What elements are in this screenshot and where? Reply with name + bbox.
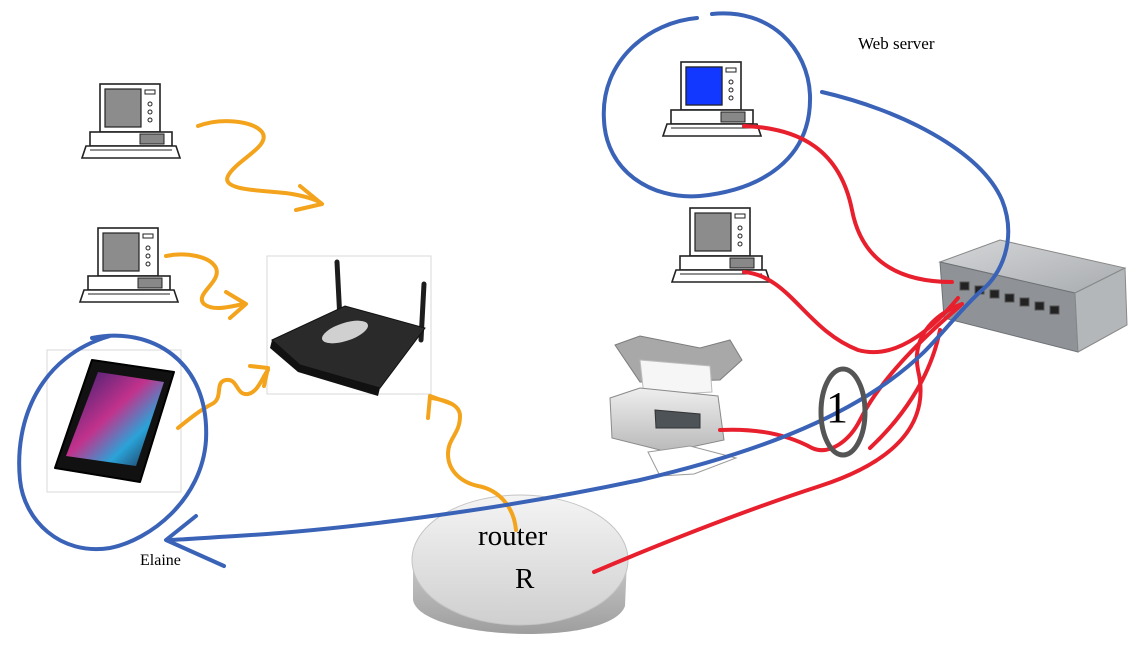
desktop-computer-icon: [671, 207, 771, 283]
elaine-highlight-circle: [17, 333, 209, 552]
wireless-arrowhead-1: [294, 184, 324, 212]
traffic-path-arrowhead: [164, 514, 226, 568]
web-server-label: Web server: [858, 34, 935, 53]
smartphone-icon: [46, 349, 182, 493]
printer-icon: [609, 335, 743, 477]
router-id-label: R: [515, 563, 535, 595]
desktop-computer-icon: [79, 227, 179, 303]
cable-pc-to-switch: [742, 270, 960, 354]
wireless-signal-router: [430, 396, 518, 532]
wireless-signal-2: [164, 252, 246, 311]
cable-printer-to-switch: [718, 304, 962, 452]
router-label: router: [478, 520, 548, 552]
web-server-computer-icon: [662, 61, 762, 137]
cable-server-to-switch: [742, 124, 954, 284]
web-server-highlight-circle: [601, 11, 813, 199]
cable-extra: [868, 328, 942, 450]
cable-router-to-switch: [592, 302, 964, 574]
wireless-signal-3: [176, 368, 270, 430]
wireless-arrowhead-router: [426, 394, 454, 420]
wireless-arrowhead-3: [248, 364, 270, 388]
link-number-label: 1: [826, 383, 848, 432]
ethernet-switch-icon: [938, 239, 1128, 353]
desktop-computer-icon: [81, 83, 181, 159]
wireless-arrowhead-2: [224, 290, 248, 320]
wireless-access-point-icon: [266, 255, 432, 396]
router-disk-icon: [411, 494, 629, 634]
elaine-label: Elaine: [140, 552, 181, 569]
link-number-circle: [818, 366, 868, 458]
wireless-signal-1: [196, 119, 324, 206]
